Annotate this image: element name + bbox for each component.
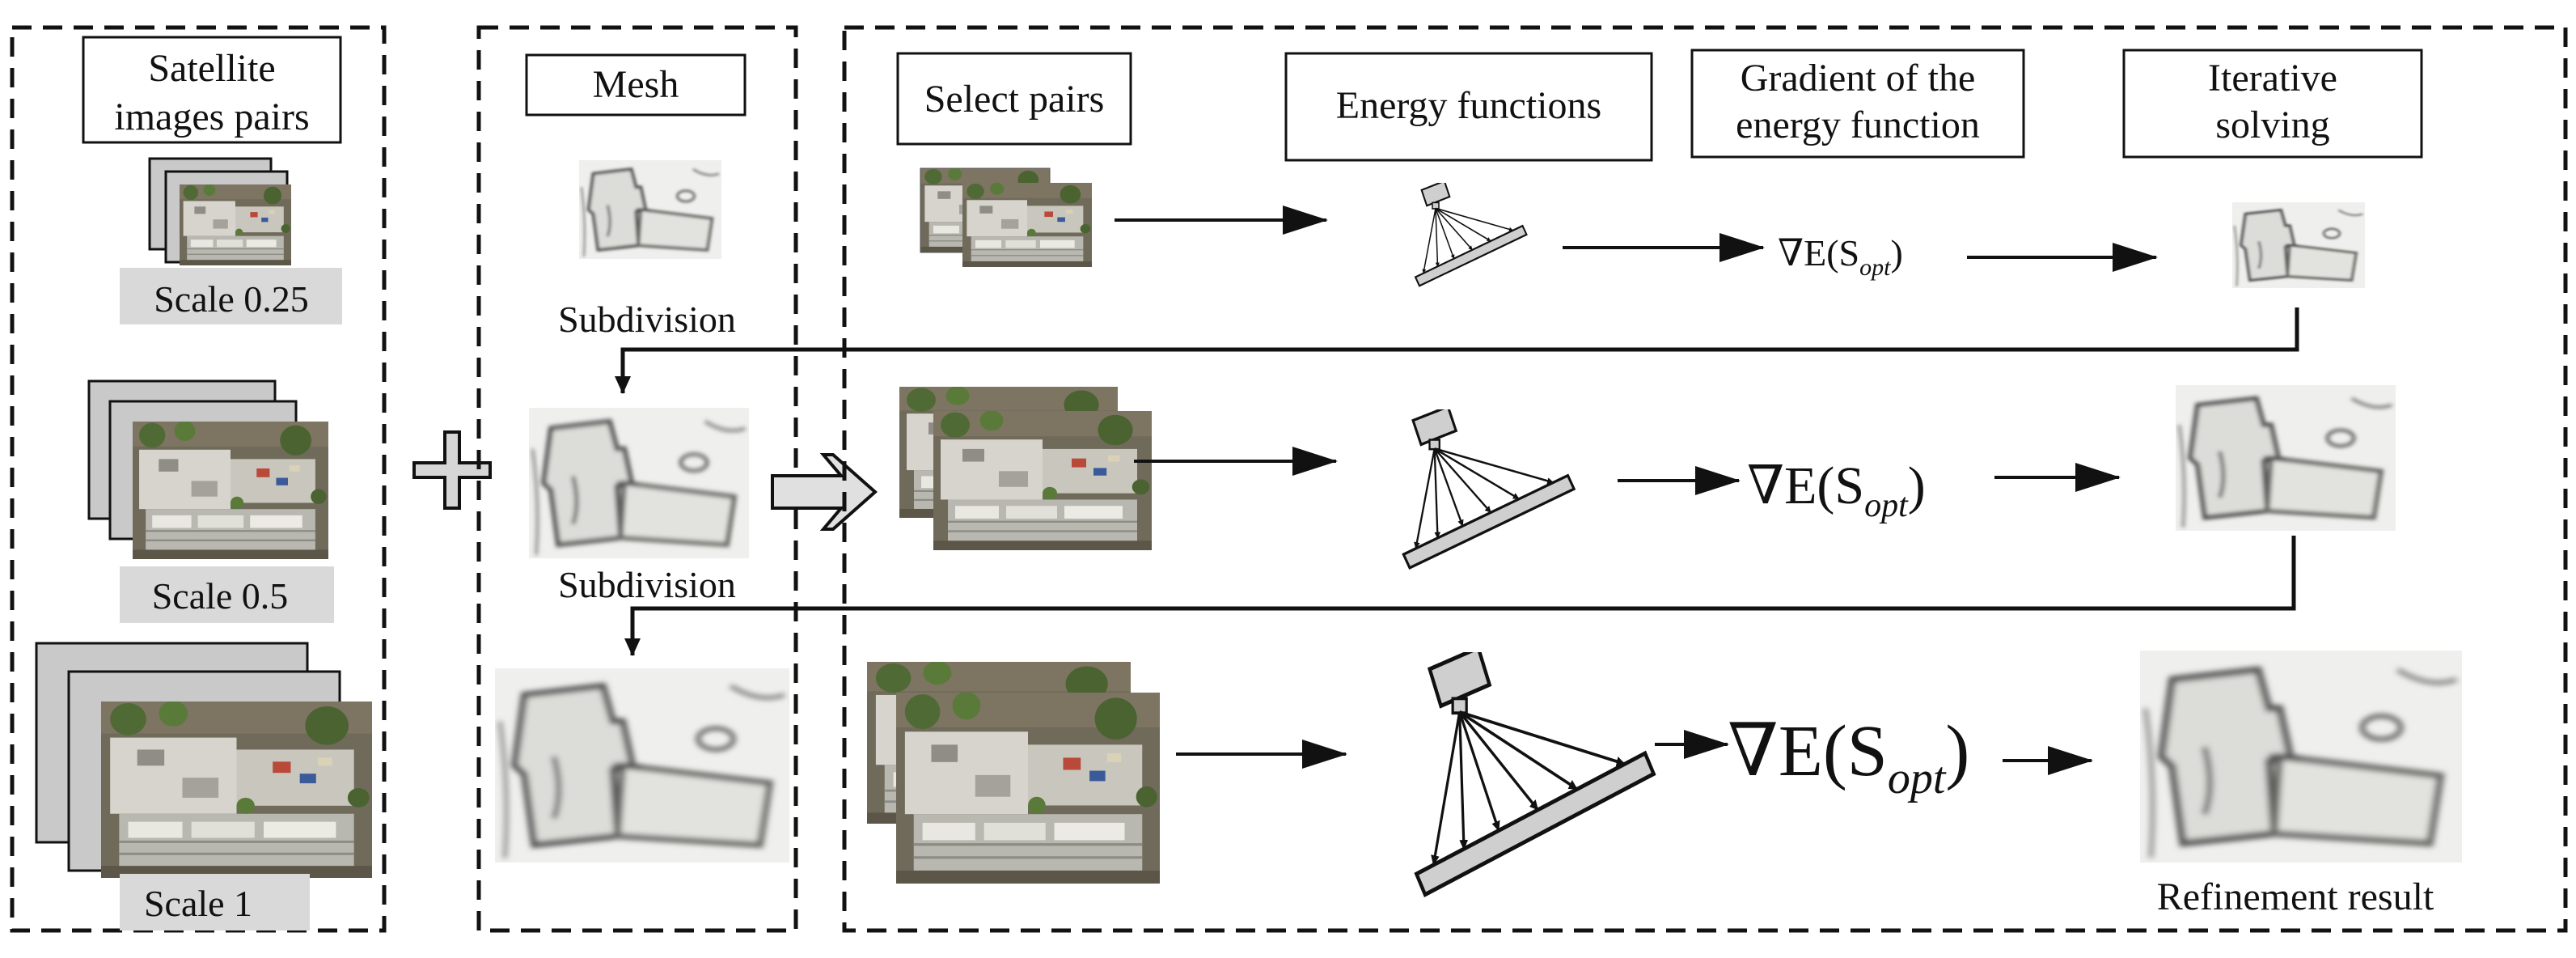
plus-icon (412, 430, 492, 510)
gradient-box (1690, 49, 2025, 159)
feedback-arrow-2 (624, 536, 2296, 656)
mesh-title-box (525, 53, 747, 117)
scale-label-025: Scale 0.25 (154, 278, 309, 320)
row1-image-pair (920, 167, 1092, 267)
image-stack-scale-05 (87, 379, 328, 559)
input-title-line1: Satellite (148, 47, 275, 90)
scale-label-1: Scale 1 (144, 883, 252, 924)
hollow-right-arrow-icon (771, 453, 878, 531)
scale-label-05: Scale 0.5 (152, 575, 289, 617)
refinement-result-label: Refinement result (2157, 875, 2434, 918)
image-stack-scale-1 (35, 642, 372, 878)
row3-gradient-symbol: ∇E(Sopt) (1728, 711, 1969, 803)
row1-camera-icon (1415, 181, 1527, 286)
select-pairs-box (896, 52, 1132, 146)
mesh-level-3 (495, 668, 789, 863)
iterative-title-line2: solving (2215, 104, 2329, 146)
energy-functions-box (1284, 52, 1653, 162)
scale-label-bg-05 (120, 566, 334, 623)
row1-gradient-symbol: ∇E(Sopt) (1778, 232, 1903, 281)
row2-camera-icon (1403, 407, 1574, 568)
mesh-level-1 (579, 160, 721, 259)
input-title-box (82, 36, 342, 144)
iterative-solving-box (2122, 49, 2423, 159)
row3-image-pair (867, 662, 1160, 884)
scale-label-bg-1 (120, 874, 310, 930)
image-stack-scale-025 (148, 157, 291, 265)
row2-refined-mesh (2176, 385, 2396, 531)
row2-gradient-symbol: ∇E(Sopt) (1747, 456, 1926, 524)
select-pairs-title: Select pairs (924, 78, 1105, 121)
row2-image-pair (899, 387, 1152, 550)
mesh-level-2 (529, 408, 749, 558)
gradient-title-line2: energy function (1736, 104, 1980, 146)
pipeline-panel-frame (842, 25, 2568, 933)
row3-camera-icon (1416, 648, 1653, 895)
subdivision-label-2: Subdivision (558, 564, 736, 605)
subdivision-label-1: Subdivision (558, 299, 736, 340)
row3-refined-mesh (2140, 651, 2462, 863)
scale-label-bg-025 (120, 268, 342, 324)
row1-refined-mesh (2232, 202, 2365, 288)
feedback-arrow-1 (615, 307, 2299, 394)
mesh-title: Mesh (593, 63, 679, 106)
iterative-title-line1: Iterative (2208, 57, 2337, 100)
energy-functions-title: Energy functions (1336, 84, 1601, 127)
gradient-title-line1: Gradient of the (1741, 57, 1976, 100)
input-title-line2: images pairs (114, 95, 309, 138)
